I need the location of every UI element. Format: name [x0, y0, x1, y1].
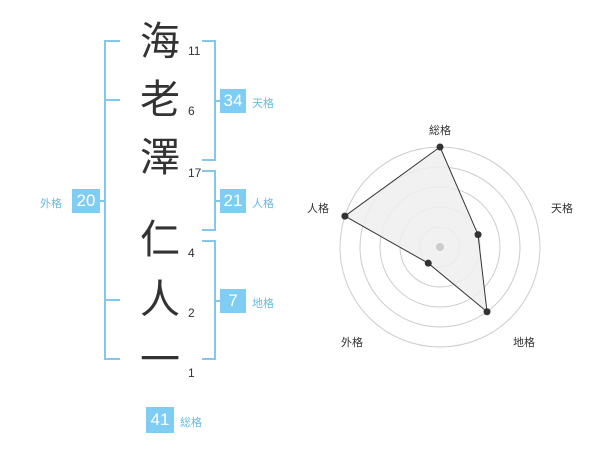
name-char-1: 海	[140, 19, 180, 65]
radar-label-soukaku: 総格	[429, 123, 451, 137]
tenkaku-score: 34	[220, 89, 246, 113]
radar-label-jinkaku: 人格	[307, 201, 329, 215]
jinkaku-score: 21	[220, 189, 246, 213]
tenkaku-connector	[214, 100, 222, 102]
soukaku-label: 総格	[180, 416, 202, 429]
name-char-5: 人	[140, 277, 180, 323]
name-char-4: 仁	[140, 217, 180, 263]
radar-point	[424, 259, 432, 267]
radar-label-gaikaku: 外格	[341, 335, 363, 349]
chikaku-connector	[214, 300, 222, 302]
radar-point	[341, 212, 349, 220]
radar-point	[474, 231, 482, 239]
radar-point	[436, 143, 444, 151]
name-char-6: 一	[140, 337, 180, 383]
gaikaku-bracket-tick	[104, 99, 120, 101]
stroke-count-3: 17	[188, 166, 202, 180]
name-char-2: 老	[140, 77, 180, 123]
tenkaku-label: 天格	[252, 97, 274, 110]
gaikaku-bracket-tick	[104, 299, 120, 301]
stroke-count-6: 1	[188, 366, 195, 380]
radar-label-tenkaku: 天格	[551, 201, 573, 215]
gaikaku-score: 20	[72, 189, 100, 213]
gaikaku-connector	[98, 200, 106, 202]
stroke-count-2: 6	[188, 104, 195, 118]
jinkaku-connector	[214, 200, 222, 202]
stroke-count-1: 11	[188, 44, 201, 58]
radar-points	[341, 143, 491, 316]
soukaku-score: 41	[146, 407, 174, 433]
gaikaku-label: 外格	[40, 197, 62, 210]
jinkaku-label: 人格	[252, 197, 274, 210]
chikaku-score: 7	[220, 289, 246, 313]
radar-center-dot	[436, 243, 444, 251]
stroke-count-5: 2	[188, 306, 195, 320]
name-char-3: 澤	[140, 135, 180, 181]
radar-polygon	[343, 146, 488, 313]
radar-label-chikaku: 地格	[513, 335, 535, 349]
stroke-count-4: 4	[188, 246, 195, 260]
radar-point	[483, 308, 491, 316]
chikaku-label: 地格	[252, 297, 274, 310]
